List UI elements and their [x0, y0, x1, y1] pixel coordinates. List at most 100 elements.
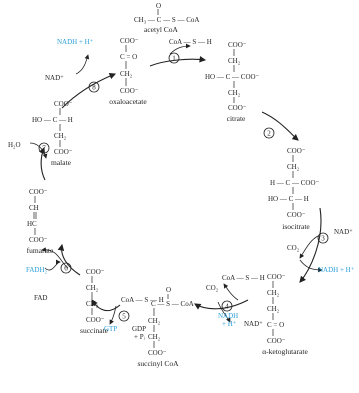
fadh2-step6: FADH₂	[26, 266, 48, 274]
svg-text:4: 4	[225, 303, 229, 311]
svg-text:succinate: succinate	[80, 326, 109, 335]
h2o-step7: H₂O	[8, 141, 21, 149]
svg-text:C = O: C = O	[267, 321, 284, 329]
malate: COO⁻ HO — C — H CH₂ COO⁻ malate	[32, 100, 73, 167]
svg-text:3: 3	[321, 235, 325, 243]
coash-step1: CoA — S — H	[169, 38, 212, 46]
oxaloacetate: COO⁻ C = O CH₂ COO⁻ oxaloacetate	[109, 37, 147, 106]
svg-text:CH₂: CH₂	[148, 333, 161, 341]
co2-step3: CO₂	[287, 244, 300, 252]
svg-text:CH₃ — C — S — CoA: CH₃ — C — S — CoA	[134, 16, 199, 24]
arc-4	[194, 299, 249, 310]
svg-text:COO⁻: COO⁻	[267, 337, 286, 345]
step-8: 8	[88, 81, 100, 93]
svg-text:C — S — CoA: C — S — CoA	[151, 300, 194, 308]
fad-step6: FAD	[34, 294, 47, 302]
svg-text:5: 5	[122, 313, 126, 321]
svg-text:HO — C — H: HO — C — H	[268, 195, 309, 203]
svg-text:CH: CH	[29, 204, 39, 212]
svg-text:COO⁻: COO⁻	[287, 211, 306, 219]
succinyl-coa: O C — S — CoA CH₂ CH₂ COO⁻ succinyl CoA	[137, 286, 193, 368]
svg-text:HC: HC	[27, 220, 37, 228]
svg-text:CH₂: CH₂	[267, 305, 280, 313]
svg-text:acetyl CoA: acetyl CoA	[144, 25, 179, 34]
arc-8	[61, 72, 117, 109]
svg-text:COO⁻: COO⁻	[120, 37, 139, 45]
svg-text:6: 6	[64, 265, 68, 273]
svg-text:COO⁻: COO⁻	[86, 268, 105, 276]
svg-text:COO⁻: COO⁻	[148, 349, 167, 357]
svg-text:CH₂: CH₂	[228, 57, 241, 65]
nadh-step8: NADH + H⁺	[57, 38, 94, 46]
svg-text:COO⁻: COO⁻	[228, 41, 247, 49]
nad-step3: NAD⁺	[334, 228, 353, 236]
svg-text:HO — C — COO⁻: HO — C — COO⁻	[205, 73, 260, 81]
svg-text:C = O: C = O	[120, 53, 137, 61]
svg-text:CH₂: CH₂	[148, 317, 161, 325]
side-5	[109, 305, 117, 325]
step-6: 6	[60, 262, 72, 274]
svg-text:COO⁻: COO⁻	[267, 273, 286, 281]
svg-text:COO⁻: COO⁻	[54, 100, 73, 108]
gtp-step5: GTP	[104, 325, 117, 333]
step-7: 7	[38, 142, 50, 154]
step-2: 2	[263, 127, 275, 139]
nad-step4: NAD⁺	[244, 320, 263, 328]
succinate: COO⁻ CH₂ CH₂ COO⁻ succinate	[80, 268, 109, 335]
arc-2	[261, 111, 299, 141]
isocitrate: COO⁻ CH₂ H — C — COO⁻ HO — C — H COO⁻ is…	[268, 147, 320, 231]
step-5: 5	[118, 310, 130, 322]
nadh-step3: NADH + H⁺	[318, 266, 355, 274]
arc-6	[57, 243, 81, 276]
svg-text:COO⁻: COO⁻	[29, 188, 48, 196]
alpha-ketoglutarate: COO⁻ CH₂ CH₂ C = O COO⁻ α-ketoglutarate	[262, 273, 308, 356]
svg-text:isocitrate: isocitrate	[282, 222, 310, 231]
svg-text:1: 1	[172, 55, 176, 63]
pi-step5: + Pᵢ	[134, 333, 146, 341]
side-3b	[299, 259, 323, 273]
side-8	[75, 54, 90, 75]
svg-text:COO⁻: COO⁻	[86, 316, 105, 324]
svg-text:HO — C — H: HO — C — H	[32, 116, 73, 124]
step-1: 1	[168, 52, 180, 64]
gdp-step5: GDP	[132, 325, 146, 333]
svg-text:2: 2	[267, 130, 271, 138]
arc-5	[91, 299, 121, 311]
svg-text:8: 8	[92, 84, 96, 92]
svg-text:COO⁻: COO⁻	[287, 147, 306, 155]
svg-text:CH₂: CH₂	[267, 289, 280, 297]
svg-text:O: O	[156, 2, 161, 10]
svg-text:oxaloacetate: oxaloacetate	[109, 97, 147, 106]
side-6	[41, 247, 69, 269]
svg-text:O: O	[166, 286, 171, 294]
co2-step4: CO₂	[206, 284, 219, 292]
svg-text:COO⁻: COO⁻	[120, 87, 139, 95]
coash-step5: CoA — S — H	[121, 296, 164, 304]
svg-text:7: 7	[42, 145, 46, 153]
side-3	[299, 235, 319, 259]
side-4	[223, 283, 239, 301]
svg-text:fumarate: fumarate	[27, 246, 54, 255]
nadh-step4: NADH	[218, 312, 238, 320]
svg-text:COO⁻: COO⁻	[54, 148, 73, 156]
svg-text:H — C — COO⁻: H — C — COO⁻	[270, 179, 320, 187]
svg-text:malate: malate	[51, 158, 72, 167]
svg-text:citrate: citrate	[227, 114, 246, 123]
nad-step8: NAD⁺	[45, 74, 64, 82]
svg-text:CH₂: CH₂	[86, 300, 99, 308]
side-1	[169, 43, 191, 55]
step-4: 4	[221, 300, 233, 312]
svg-text:COO⁻: COO⁻	[29, 236, 48, 244]
acetyl-coa: O CH₃ — C — S — CoA acetyl CoA	[134, 2, 199, 34]
svg-text:CH₂: CH₂	[228, 89, 241, 97]
svg-text:CH₂: CH₂	[287, 163, 300, 171]
citrate: COO⁻ CH₂ HO — C — COO⁻ CH₂ COO⁻ citrate	[205, 41, 260, 123]
h-step4: + H⁺	[222, 320, 237, 328]
svg-text:CH₂: CH₂	[120, 70, 133, 78]
side-6b	[44, 259, 61, 271]
fumarate: COO⁻ CH HC COO⁻ fumarate	[27, 188, 54, 255]
svg-text:α-ketoglutarate: α-ketoglutarate	[262, 347, 308, 356]
side-4b	[217, 301, 231, 323]
